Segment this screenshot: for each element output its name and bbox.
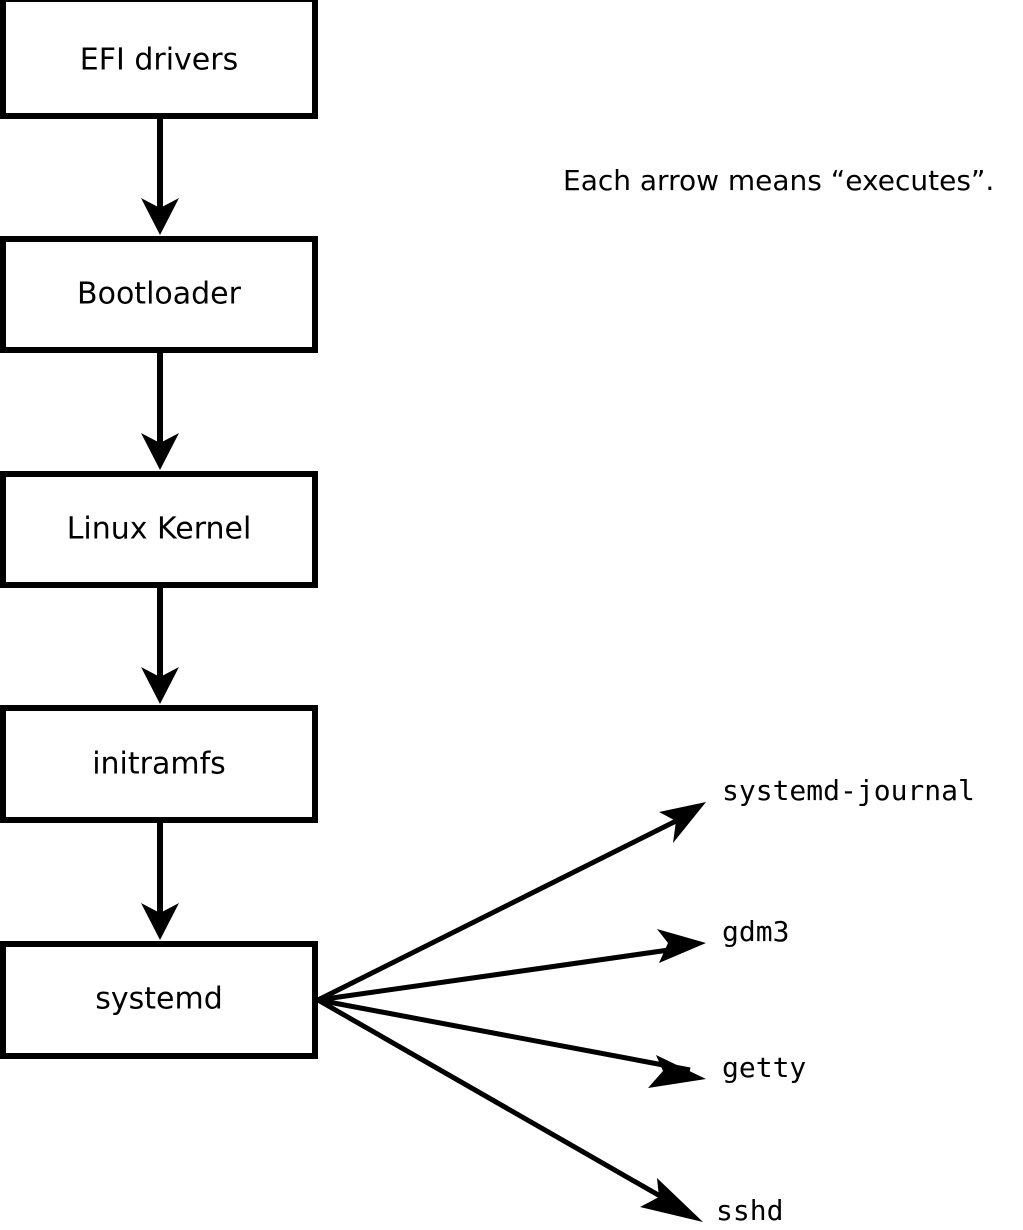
stage-box-outline [0,705,318,823]
stage-box-label: initramfs [92,747,226,782]
fanout-arrow-head [657,929,706,963]
chain-arrow-head [141,903,179,940]
process-label-gdm3: gdm3 [722,915,789,948]
stage-box-outline [0,236,318,353]
fanout-shaft [316,812,690,1003]
process-label-getty: getty [722,1051,806,1084]
stage-box-outline [0,941,318,1059]
process-label-systemd-journal: systemd-journal [722,774,975,807]
fanout-line-getty [317,997,706,1088]
fanout-shaft [317,944,691,1003]
stage-box-label: EFI drivers [80,43,238,78]
chain-arrow-head [141,433,179,470]
fanout-arrow-head [648,1055,706,1088]
fanout-shaft [317,997,691,1073]
chain-arrow-head [141,198,179,235]
stage-box-bootloader[interactable]: Bootloader [0,236,318,353]
fanout-line-gdm3 [317,929,706,1003]
fanout-shaft [316,997,690,1215]
chain-arrow-head [141,667,179,704]
fanout-arrow-head [640,1178,703,1222]
chain-arrow-bootloader-to-kernel [141,353,179,470]
chain-arrow-initramfs-to-systemd [141,823,179,940]
stage-box-outline [0,0,318,119]
stage-box-label: Bootloader [77,277,242,312]
stage-box-initramfs[interactable]: initramfs [0,705,318,823]
diagram-caption: Each arrow means “executes”. [563,164,994,197]
stage-box-label: systemd [95,982,223,1017]
stage-box-linux-kernel[interactable]: Linux Kernel [0,471,318,588]
fanout-line-sshd [316,997,703,1222]
process-label-sshd: sshd [716,1194,783,1227]
stage-box-efi-drivers[interactable]: EFI drivers [0,0,318,119]
stage-box-label: Linux Kernel [67,512,252,547]
chain-arrow-kernel-to-initramfs [141,588,179,704]
fanout-arrow-head [659,802,706,843]
stage-box-outline [0,471,318,588]
fanout-line-systemd-journal [316,802,706,1003]
chain-arrow-efi-to-bootloader [141,118,179,235]
stage-box-systemd[interactable]: systemd [0,941,318,1059]
